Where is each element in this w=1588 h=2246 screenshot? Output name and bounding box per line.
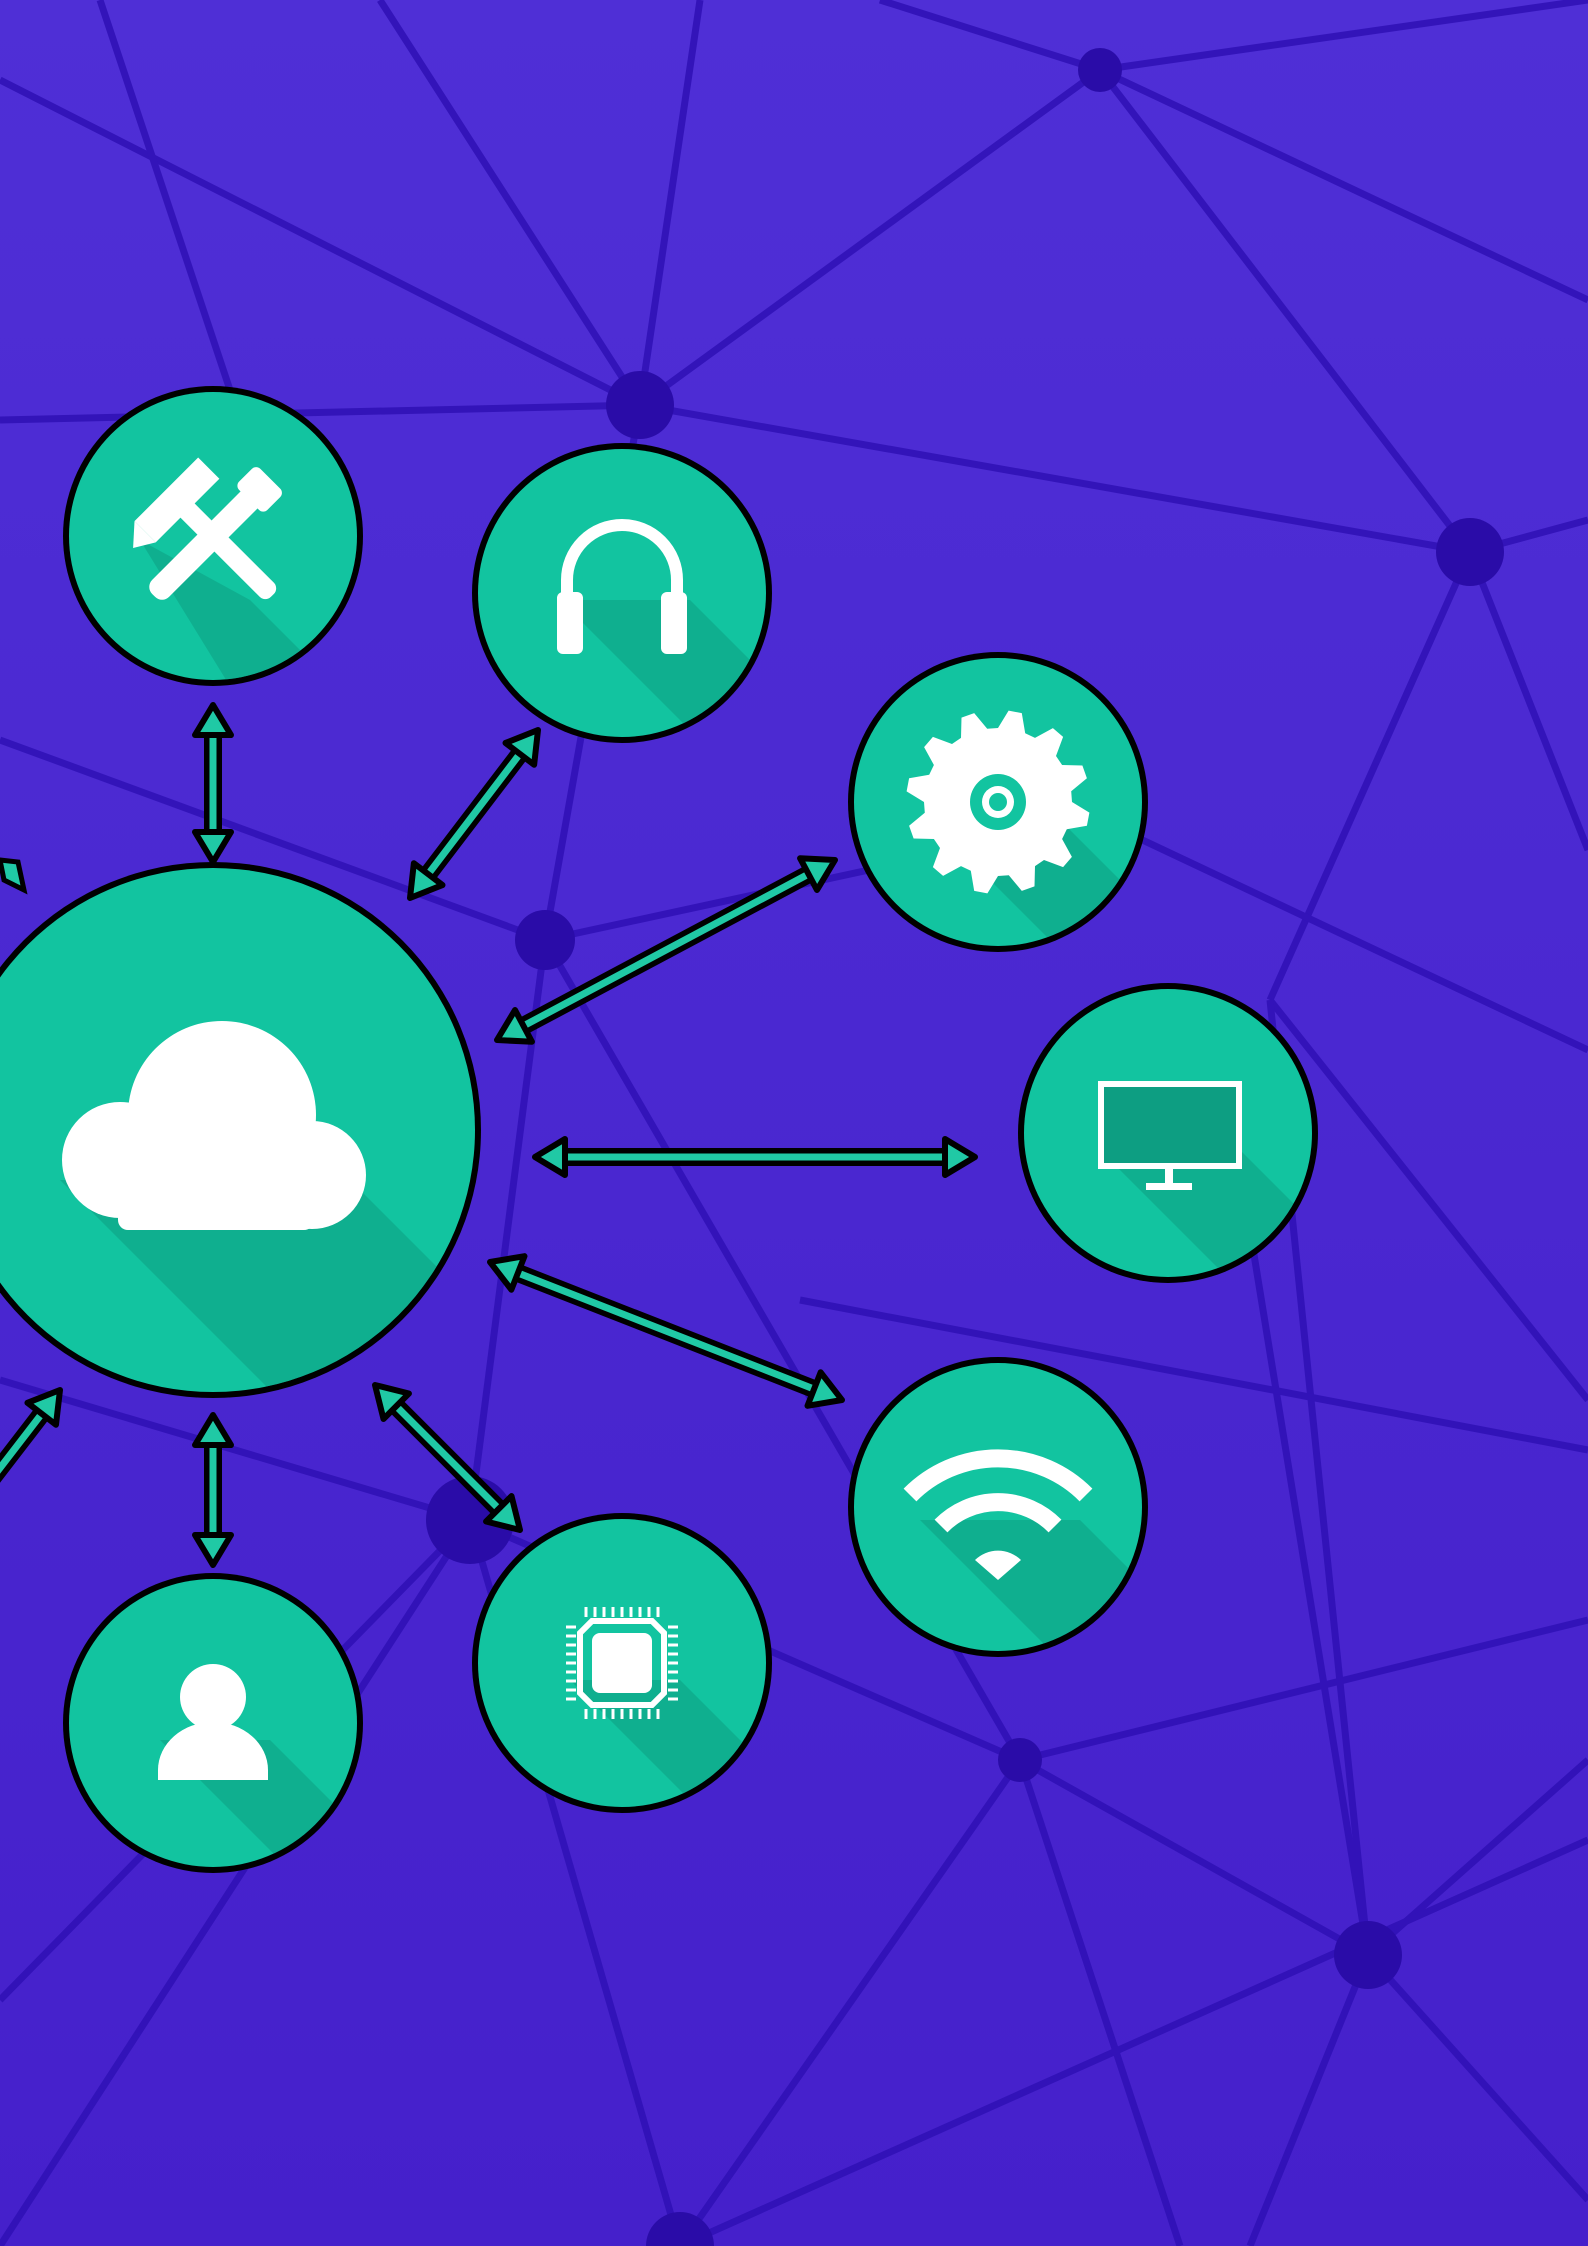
chip-pin bbox=[593, 1607, 597, 1617]
chip-pin bbox=[620, 1607, 624, 1617]
chip-pin bbox=[638, 1709, 642, 1719]
chip-pin bbox=[566, 1661, 576, 1665]
chip-pin bbox=[668, 1697, 678, 1701]
arrow-hub-chip bbox=[372, 1382, 523, 1533]
chip-pin bbox=[566, 1688, 576, 1692]
arrow-hub-monitor bbox=[532, 1136, 978, 1178]
chip-core bbox=[592, 1633, 652, 1693]
chip-pin bbox=[668, 1634, 678, 1638]
chip-pin bbox=[647, 1709, 651, 1719]
chip-pin bbox=[647, 1607, 651, 1617]
arrow-hub-settings bbox=[494, 855, 838, 1045]
arrow-hub-user bbox=[192, 1412, 234, 1568]
headphones-icon bbox=[557, 519, 687, 654]
chip-pin bbox=[638, 1607, 642, 1617]
chip-pin bbox=[566, 1670, 576, 1674]
arrow-hub-wifi bbox=[487, 1253, 845, 1409]
monitor-icon bbox=[1098, 1081, 1242, 1190]
arrow-hub-tools bbox=[192, 702, 234, 865]
arrow-hub-headphones bbox=[407, 727, 541, 901]
chip-pin bbox=[611, 1607, 615, 1617]
chip-pin bbox=[566, 1643, 576, 1647]
chip-pin bbox=[668, 1625, 678, 1629]
chip-pin bbox=[611, 1709, 615, 1719]
chip-pin bbox=[668, 1652, 678, 1656]
chip-pin bbox=[629, 1607, 633, 1617]
chip-pin bbox=[566, 1697, 576, 1701]
chip-pin bbox=[668, 1661, 678, 1665]
chip-pin bbox=[656, 1709, 660, 1719]
chip-icon bbox=[566, 1607, 678, 1719]
headphones-node[interactable] bbox=[472, 443, 890, 800]
chip-pin bbox=[566, 1652, 576, 1656]
chip-pin bbox=[668, 1643, 678, 1647]
chip-pin bbox=[566, 1679, 576, 1683]
gear-center bbox=[989, 793, 1007, 811]
chip-pin bbox=[656, 1607, 660, 1617]
chip-pin bbox=[602, 1607, 606, 1617]
chip-pin bbox=[602, 1709, 606, 1719]
chip-pin bbox=[668, 1670, 678, 1674]
user-icon bbox=[158, 1664, 268, 1780]
arrow-hub-offscreen-bottom-left bbox=[0, 1387, 63, 1483]
chip-pin bbox=[620, 1709, 624, 1719]
chip-pin bbox=[566, 1634, 576, 1638]
offscreen-arrow-top-left bbox=[0, 857, 28, 895]
chip-pin bbox=[629, 1709, 633, 1719]
cloud-icon bbox=[62, 1021, 366, 1230]
cloud-hub-node[interactable] bbox=[0, 862, 640, 1470]
chip-pin bbox=[584, 1607, 588, 1617]
tools-icon bbox=[133, 457, 282, 600]
chip-pin bbox=[584, 1709, 588, 1719]
gear-icon bbox=[906, 710, 1090, 894]
settings-node[interactable] bbox=[848, 652, 1260, 1020]
chip-body bbox=[577, 1618, 667, 1708]
wifi-icon bbox=[903, 1449, 1093, 1580]
chip-pin bbox=[668, 1679, 678, 1683]
chip-pin bbox=[566, 1625, 576, 1629]
chip-pin bbox=[593, 1709, 597, 1719]
connection-arrows bbox=[0, 702, 978, 1568]
chip-pin bbox=[668, 1688, 678, 1692]
